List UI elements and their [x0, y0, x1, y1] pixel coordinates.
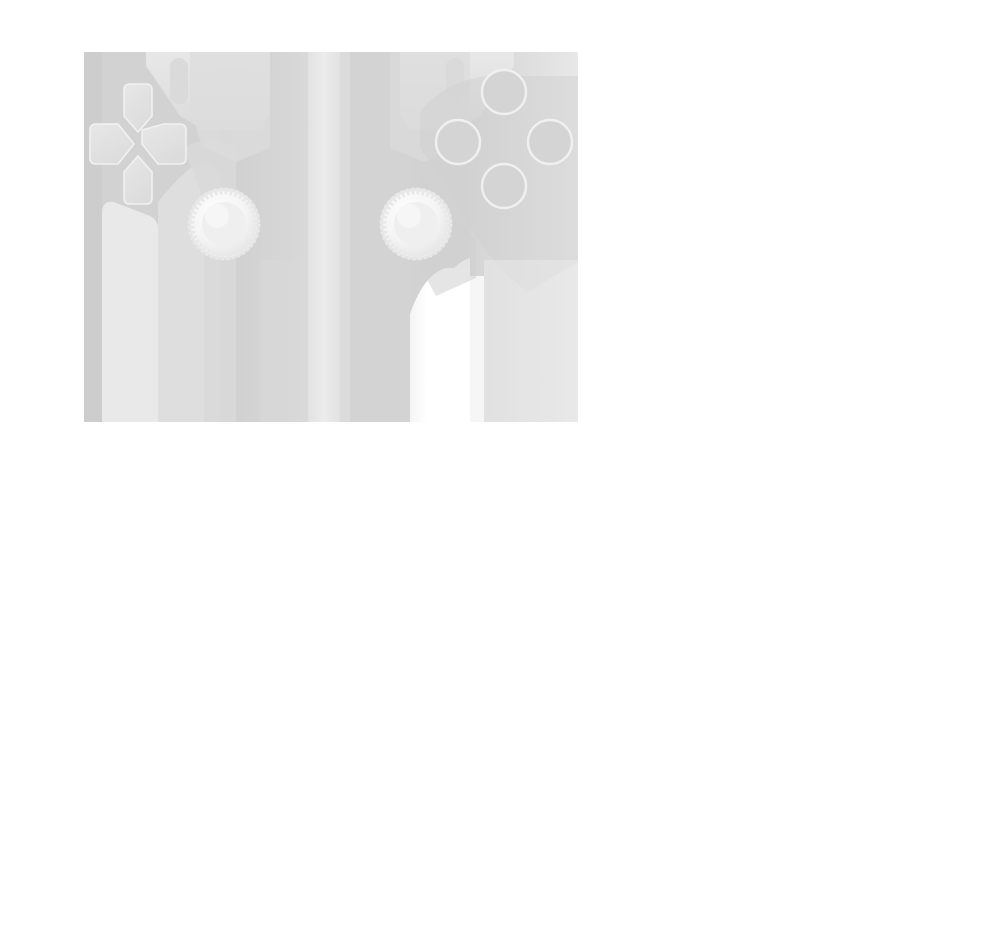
dpad-right-icon[interactable] [141, 123, 187, 165]
face-button-left-icon[interactable] [434, 118, 482, 166]
left-shoulder-bumper[interactable] [146, 52, 270, 162]
right-grip-specular [436, 258, 470, 422]
band-right-pale [484, 260, 578, 422]
controller-illustration [84, 52, 578, 422]
left-stick-specular [205, 204, 229, 228]
left-outer-edge [84, 52, 102, 422]
dpad-left-icon[interactable] [89, 123, 136, 165]
left-analog-stick[interactable] [187, 187, 261, 261]
right-stick-knurl-icon [379, 187, 453, 261]
left-bumper-shadow [190, 52, 270, 162]
center-seam-band [308, 52, 340, 422]
lower-band-overlays [102, 260, 578, 422]
left-trigger-pill-icon [170, 58, 188, 104]
dpad[interactable] [89, 83, 187, 205]
band-left-mid [260, 260, 304, 422]
right-stick-specular [397, 204, 421, 228]
face-button-top-icon[interactable] [480, 68, 528, 116]
face-button-bottom-icon[interactable] [480, 162, 528, 210]
face-button-right-icon[interactable] [526, 118, 574, 166]
face-button-cluster[interactable] [434, 68, 574, 210]
band-left-pale [102, 260, 158, 422]
game-controller-graphic [84, 52, 578, 422]
center-seam-left-edge [302, 52, 308, 422]
dpad-up-icon[interactable] [123, 83, 153, 134]
left-stick-knurl-icon [187, 187, 261, 261]
center-seam-right-edge [340, 52, 350, 422]
right-grip-edge-light [470, 276, 484, 422]
dpad-down-icon[interactable] [123, 154, 153, 205]
right-analog-stick[interactable] [379, 187, 453, 261]
